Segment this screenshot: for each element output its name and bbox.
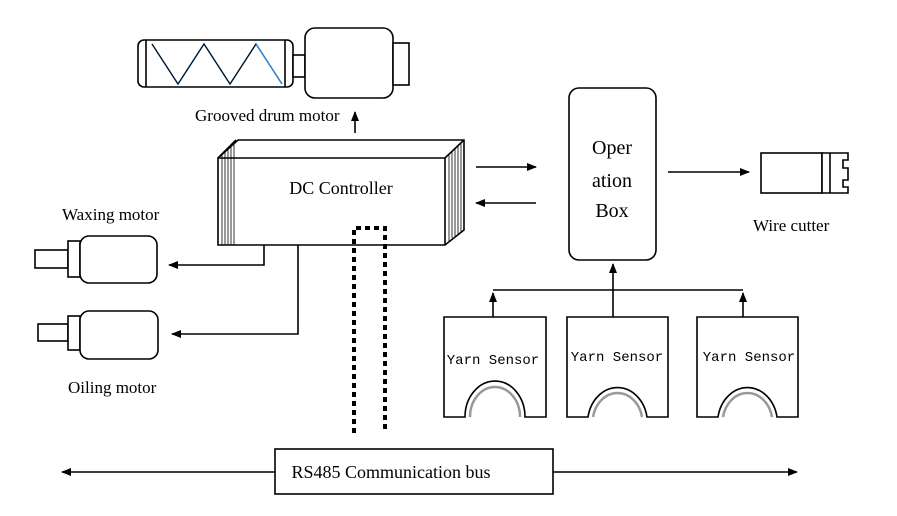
yarn-sensor-icon: [566, 316, 669, 418]
rs485-bus-label: RS485 Communication bus: [291, 462, 490, 482]
waxing-motor-label: Waxing motor: [62, 205, 160, 224]
operation-box-label-3: Box: [595, 200, 628, 222]
yarn-sensor-icon: [696, 316, 799, 418]
dc-controller-box: [217, 139, 465, 246]
waxing-motor-icon: [34, 235, 158, 284]
rs485-bus-box: [274, 448, 554, 495]
operation-box-label-1: Oper: [592, 137, 632, 159]
arrow-to-oiling-motor: [171, 245, 299, 338]
yarn-sensor-2-label: Yarn Sensor: [571, 350, 663, 366]
dc-controller-bus-link: [352, 226, 387, 433]
operation-box: [568, 87, 657, 261]
wire-cutter-icon: [760, 152, 849, 194]
wire-cutter-label: Wire cutter: [753, 216, 830, 235]
grooved-drum-motor-label: Grooved drum motor: [195, 106, 340, 125]
arrow-to-waxing-motor: [168, 245, 265, 269]
yarn-sensor-1-label: Yarn Sensor: [447, 353, 539, 369]
yarn-sensor-3-label: Yarn Sensor: [703, 350, 795, 366]
dc-controller-label: DC Controller: [289, 178, 393, 198]
grooved-drum-motor-icon: [137, 27, 410, 99]
oiling-motor-icon: [37, 310, 159, 360]
oiling-motor-label: Oiling motor: [68, 378, 157, 397]
yarn-sensor-icon: [443, 316, 547, 418]
operation-box-label-2: ation: [592, 170, 632, 192]
